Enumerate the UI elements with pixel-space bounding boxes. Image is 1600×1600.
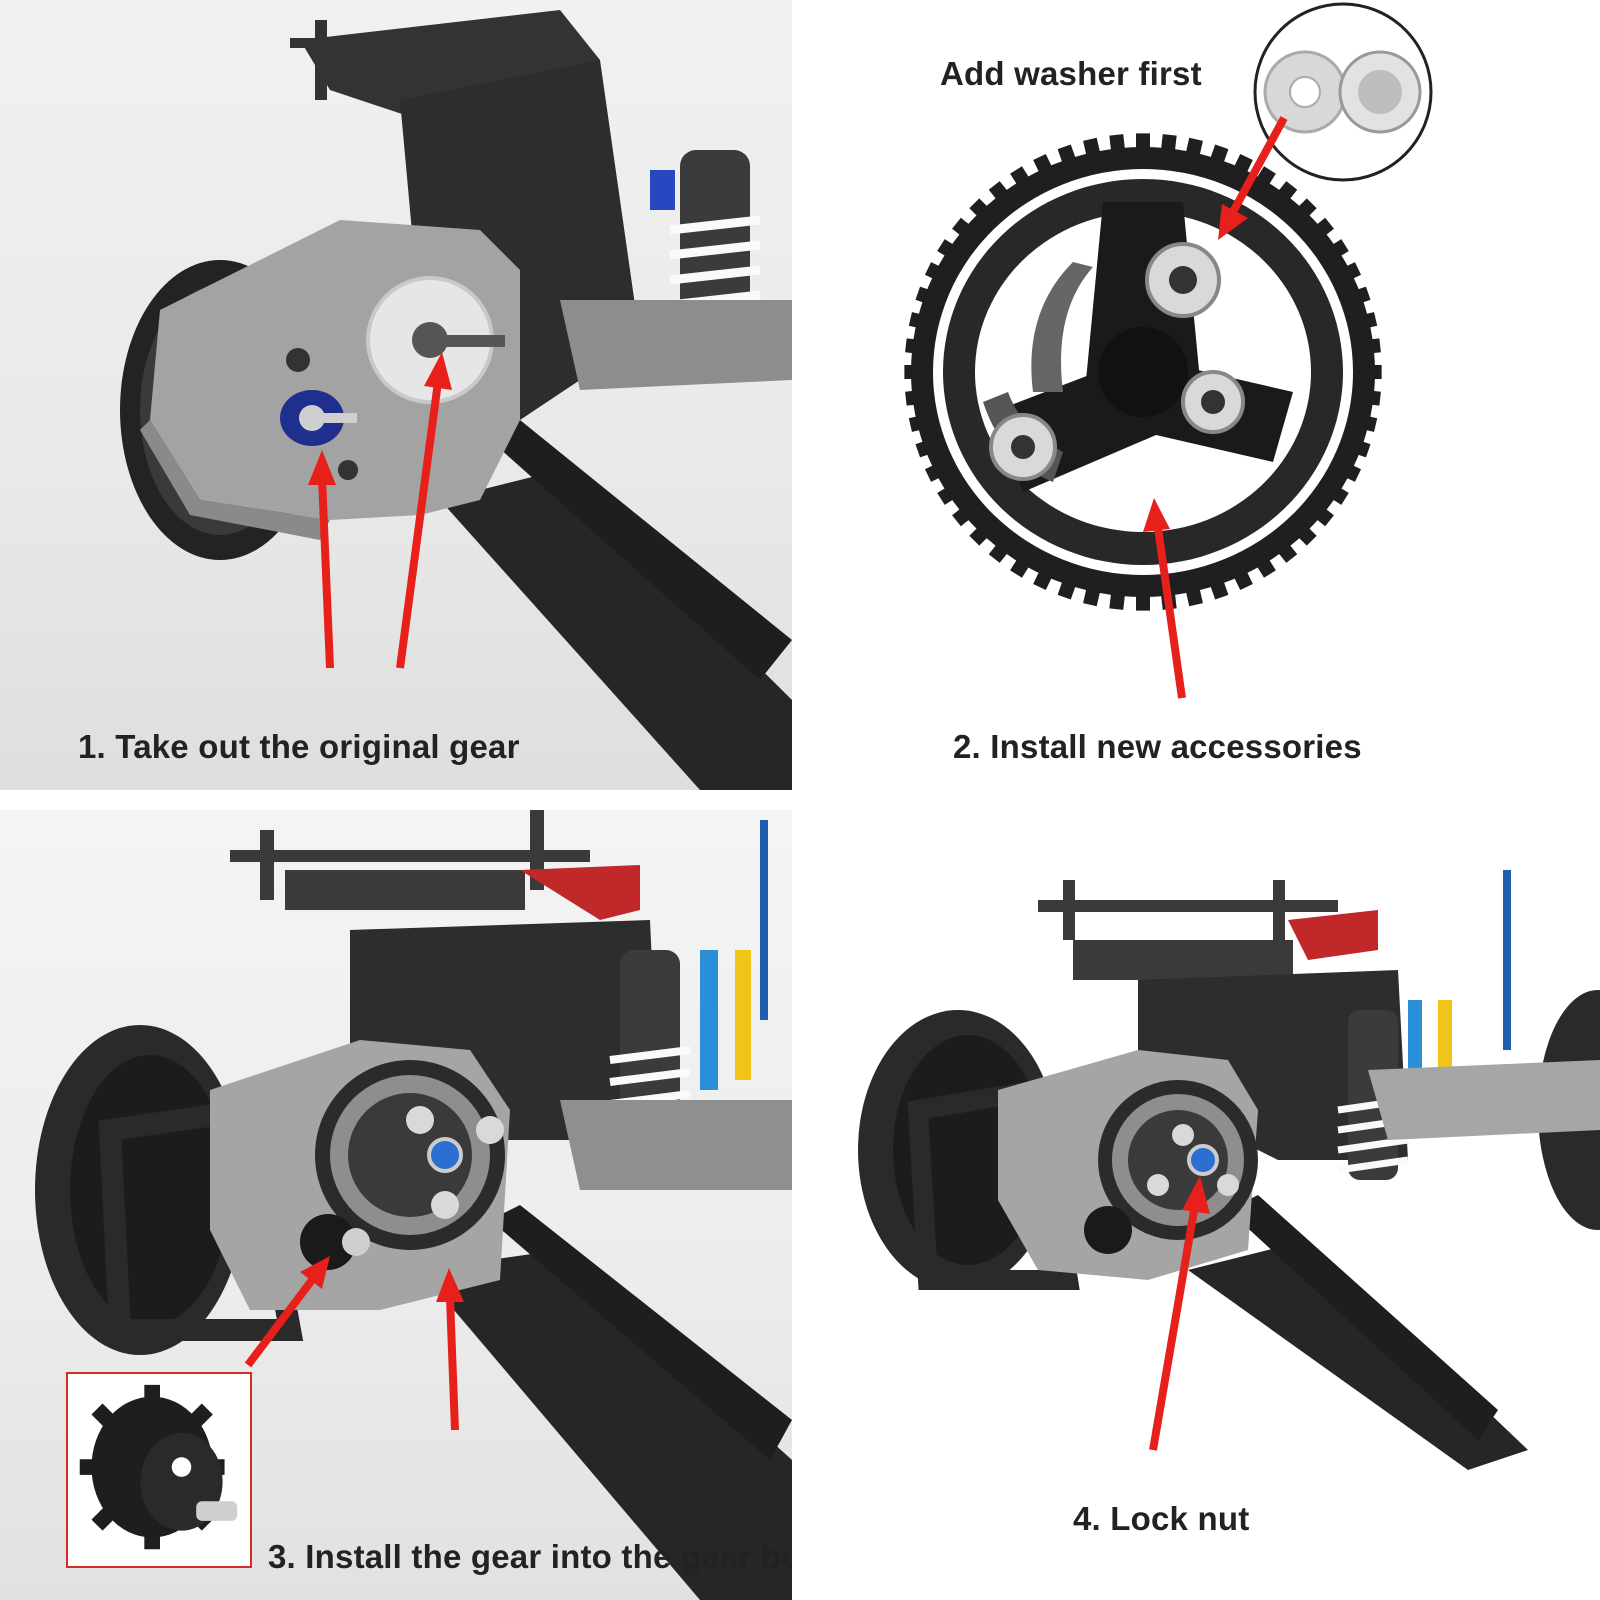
- step-3-caption: 3. Install the gear into the gear box: [268, 1538, 792, 1575]
- shock: [620, 950, 680, 1130]
- pinion-gear-closeup: [79, 1384, 238, 1550]
- panel-step-2: Add washer first 2. Install new accessor…: [808, 0, 1600, 790]
- suspension-arm: [420, 1250, 792, 1600]
- pointer-arrows: [1143, 116, 1288, 699]
- gear-installation-illustration: [35, 810, 792, 1600]
- panel-step-1: 1. Take out the original gear: [0, 0, 792, 790]
- hub-bolt: [1145, 242, 1221, 318]
- spur-gear-assembly-illustration: [904, 2, 1433, 699]
- body-mount: [300, 10, 600, 120]
- step-2-note: Add washer first: [940, 55, 1202, 92]
- suspension-arm: [440, 470, 792, 790]
- pinion-gear: [300, 1214, 356, 1270]
- gearbox-removal-illustration: [120, 10, 792, 790]
- panel-step-4: 4. Lock nut: [808, 810, 1600, 1600]
- step-2-caption: 2. Install new accessories: [953, 728, 1362, 765]
- pointer-arrows: [244, 1256, 464, 1431]
- shock: [1348, 1010, 1398, 1180]
- pinion-gear: [1084, 1206, 1132, 1254]
- hub-bolt: [1181, 370, 1245, 434]
- step-4-caption: 4. Lock nut: [1073, 1500, 1250, 1537]
- lock-nut-illustration: [858, 870, 1600, 1470]
- step-1-caption: 1. Take out the original gear: [78, 728, 520, 765]
- spur-gear: [904, 133, 1382, 611]
- pointer-arrows: [308, 352, 452, 669]
- rear-bumper: [98, 1097, 304, 1341]
- lock-nut: [1187, 1144, 1219, 1176]
- pinion-detail-inset: [66, 1372, 252, 1568]
- hub-nut: [427, 1137, 463, 1173]
- panel-step-3: 3. Install the gear into the gear box: [0, 810, 792, 1600]
- pointer-arrows: [1149, 1176, 1210, 1451]
- suspension-arm: [1188, 1240, 1528, 1470]
- hub-bolt: [989, 413, 1057, 481]
